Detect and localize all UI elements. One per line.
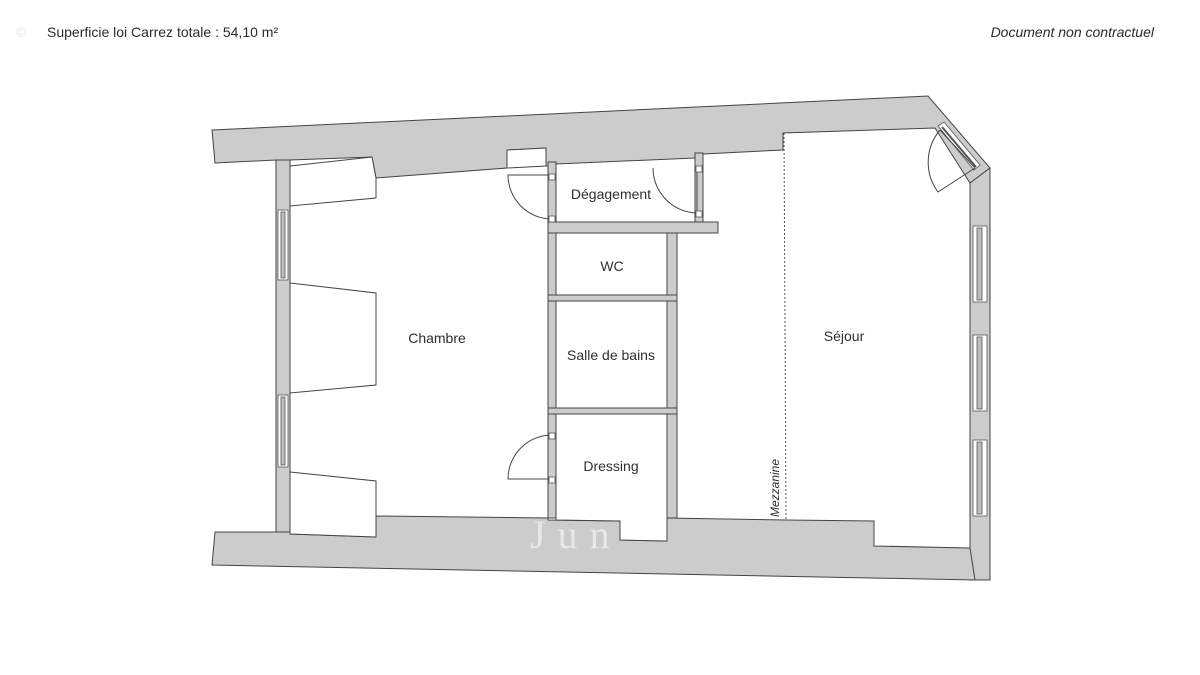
right-windows bbox=[972, 225, 988, 517]
room-dressing bbox=[555, 413, 668, 542]
room-salle-de-bains bbox=[555, 300, 668, 409]
room-label-dressing: Dressing bbox=[583, 458, 638, 474]
door-swing-icon bbox=[927, 129, 976, 193]
left-windows bbox=[277, 209, 289, 468]
closet-middle bbox=[289, 282, 377, 394]
closet-bottom bbox=[289, 471, 377, 538]
doors bbox=[507, 165, 703, 484]
sdb-bottom-wall bbox=[547, 407, 678, 415]
room-label-salle-de-bains: Salle de bains bbox=[567, 347, 655, 363]
watermark: Jun bbox=[530, 512, 622, 557]
room-label-chambre: Chambre bbox=[408, 330, 466, 346]
door-swing-icon bbox=[507, 434, 553, 480]
disclaimer-label: Document non contractuel bbox=[990, 24, 1154, 40]
mezzanine-line bbox=[783, 132, 787, 521]
copyright-watermark: © bbox=[16, 24, 27, 40]
wc-bottom-wall bbox=[547, 294, 678, 302]
room-degagement bbox=[555, 157, 696, 223]
room-label-sejour: Séjour bbox=[824, 328, 865, 344]
degagement-bottom-wall bbox=[547, 221, 719, 234]
partition-left bbox=[547, 161, 557, 519]
corner-window bbox=[927, 121, 981, 193]
room-wc bbox=[555, 232, 668, 296]
rooms bbox=[289, 147, 696, 542]
door-swing-icon bbox=[652, 167, 698, 214]
surface-area-label: Superficie loi Carrez totale : 54,10 m² bbox=[47, 24, 279, 40]
niche-top bbox=[506, 147, 547, 169]
room-label-degagement: Dégagement bbox=[571, 186, 651, 202]
partition-right bbox=[666, 227, 678, 519]
door-swing-icon bbox=[507, 174, 553, 220]
mezzanine-label: Mezzanine bbox=[768, 459, 782, 517]
closet-top bbox=[289, 156, 377, 207]
room-label-wc: WC bbox=[600, 258, 623, 274]
